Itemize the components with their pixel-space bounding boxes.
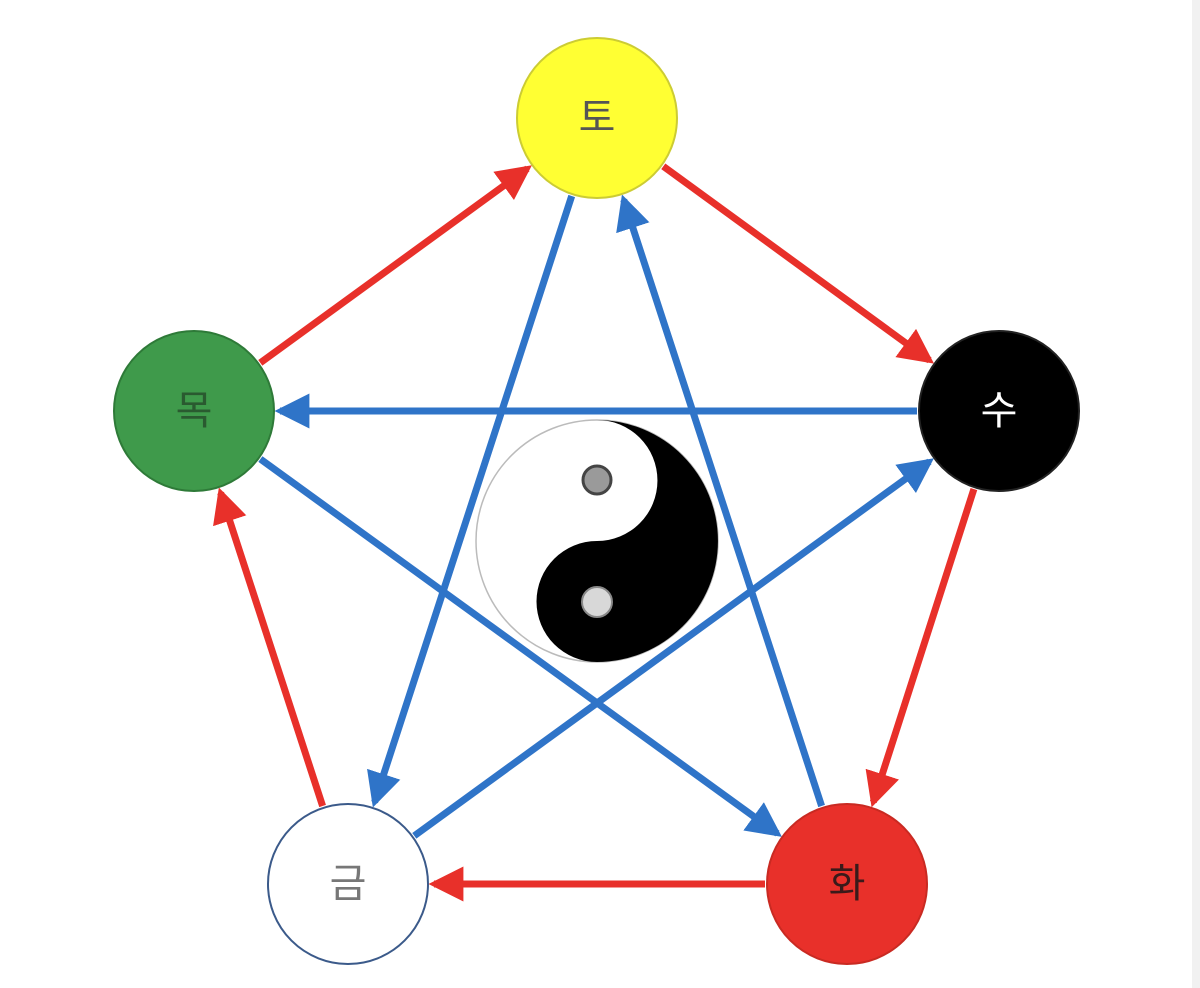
node-metal: 금 [267,803,429,965]
page-edge-strip [1192,0,1200,988]
node-fire-label: 화 [829,861,866,907]
generating-cycle-arrows [213,163,978,902]
generating-arrow-wood-to-earth [258,165,532,366]
generating-arrow-metal-to-wood [213,487,326,808]
node-water: 수 [918,330,1080,492]
yin-yang-upper-dot [581,464,613,496]
node-earth: 토 [516,37,678,199]
controlling-arrow-wood-to-fire [258,456,782,837]
node-water-label: 수 [981,388,1018,434]
yin-yang-lower-dot [581,586,613,618]
controlling-arrow-metal-to-water [412,458,934,839]
generating-arrow-water-to-fire [865,488,978,808]
node-metal-label: 금 [330,861,367,907]
node-wood-label: 목 [176,388,213,434]
generating-arrow-earth-to-water [661,163,935,364]
node-fire: 화 [766,803,928,965]
controlling-arrow-fire-to-earth [616,194,825,808]
node-earth-label: 토 [579,95,616,141]
yin-yang-icon [475,419,719,663]
controlling-arrow-earth-to-metal [367,194,576,808]
node-wood: 목 [113,330,275,492]
controlling-cycle-arrows [258,194,934,839]
